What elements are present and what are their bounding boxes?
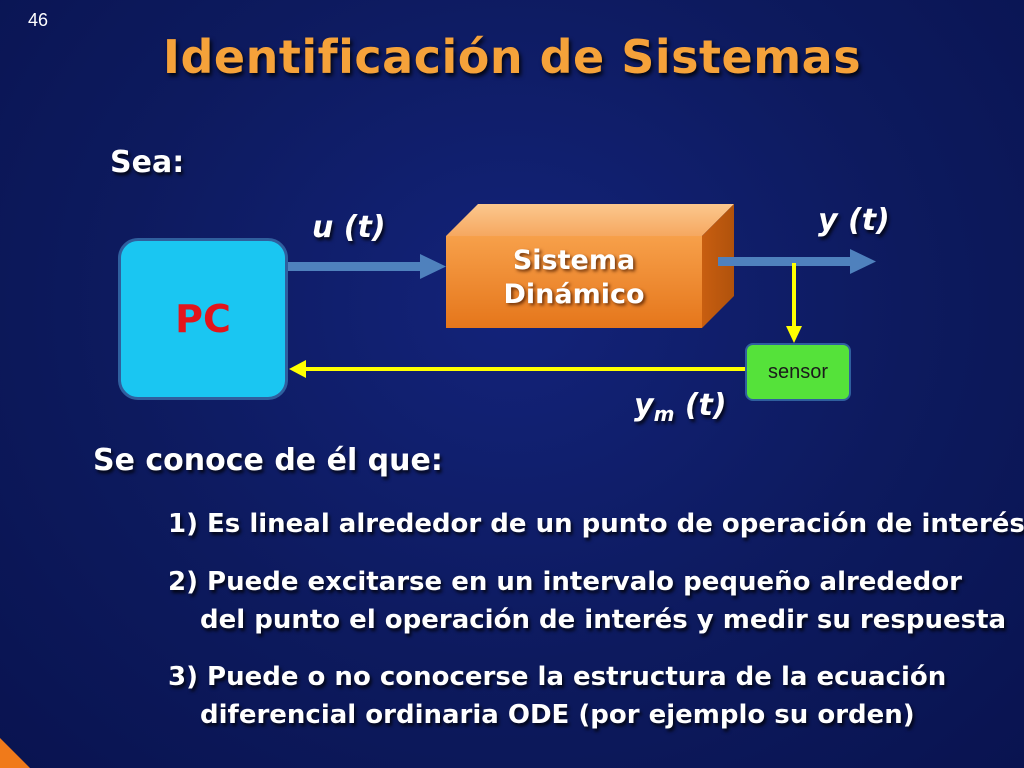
slide-title: Identificación de Sistemas	[162, 30, 862, 84]
input-signal-label: u (t)	[312, 210, 386, 245]
system-block	[446, 204, 734, 328]
content-heading: Se conoce de él que:	[93, 443, 443, 478]
list-item-line1: 1) Es lineal alrededor de un punto de op…	[168, 509, 1024, 539]
pc-label: PC	[175, 297, 231, 341]
system-label-line1: Sistema	[512, 245, 636, 276]
measured-signal-sub: m	[653, 402, 675, 426]
feedback-arrow	[289, 360, 746, 378]
measured-signal-label: ym (t)	[634, 388, 727, 426]
measured-signal-main: y	[634, 388, 654, 423]
list-item-line1: 3) Puede o no conocerse la estructura de…	[168, 662, 947, 692]
list-item: 1) Es lineal alrededor de un punto de op…	[168, 505, 1024, 543]
output-arrow	[718, 249, 876, 274]
system-block-front	[446, 236, 702, 328]
output-signal-label: y (t)	[818, 203, 890, 238]
slide-number: 46	[28, 10, 49, 30]
sensor-block: sensor	[745, 343, 851, 401]
sensor-feed-arrow	[786, 263, 802, 343]
system-label: Sistema Dinámico	[446, 244, 702, 312]
list-item: 3) Puede o no conocerse la estructura de…	[168, 658, 946, 734]
list-item-line1: 2) Puede excitarse en un intervalo peque…	[168, 567, 962, 597]
system-block-top	[446, 204, 734, 236]
list-item-line2: diferencial ordinaria ODE (por ejemplo s…	[200, 700, 915, 730]
list-item-line2: del punto el operación de interés y medi…	[200, 605, 1007, 635]
measured-signal-arg: (t)	[674, 388, 727, 423]
system-label-line2: Dinámico	[503, 279, 645, 310]
list-item: 2) Puede excitarse en un intervalo peque…	[168, 563, 1006, 639]
intro-label: Sea:	[110, 145, 185, 180]
sensor-label: sensor	[767, 360, 829, 383]
input-arrow	[288, 254, 446, 279]
pc-block: PC	[118, 238, 288, 400]
